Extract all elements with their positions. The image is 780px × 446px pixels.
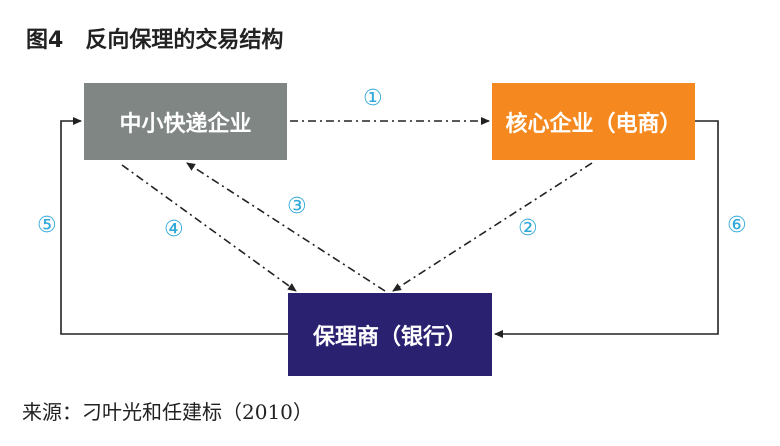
flow-4-arrow [121, 164, 297, 292]
figure-title: 图4 反向保理的交易结构 [26, 22, 283, 54]
flow-6-arrow [494, 120, 719, 338]
node-sme-label: 中小快递企业 [119, 111, 252, 137]
flow-3-arrow [186, 162, 386, 292]
flow-marker-2: ② [518, 216, 538, 241]
flow-marker-6: ⑥ [727, 213, 747, 238]
node-factor-label: 保理商（银行） [312, 324, 467, 350]
figure-title-text: 反向保理的交易结构 [85, 28, 284, 53]
flow-5-arrow [60, 117, 288, 335]
flow-marker-1: ① [363, 86, 383, 111]
flow-marker-4: ④ [164, 217, 184, 242]
flow-2-arrow [392, 162, 593, 292]
node-sme-courier: 中小快递企业 [84, 83, 287, 160]
flow-marker-3: ③ [287, 194, 307, 219]
figure-number: 图4 [26, 28, 64, 53]
node-core-label: 核心企业（电商） [505, 111, 682, 137]
node-core-enterprise: 核心企业（电商） [492, 83, 695, 160]
flow-marker-5: ⑤ [37, 213, 57, 238]
node-factor-bank: 保理商（银行） [288, 293, 492, 376]
source-caption: 来源：刁叶光和任建标（2010） [22, 400, 313, 424]
